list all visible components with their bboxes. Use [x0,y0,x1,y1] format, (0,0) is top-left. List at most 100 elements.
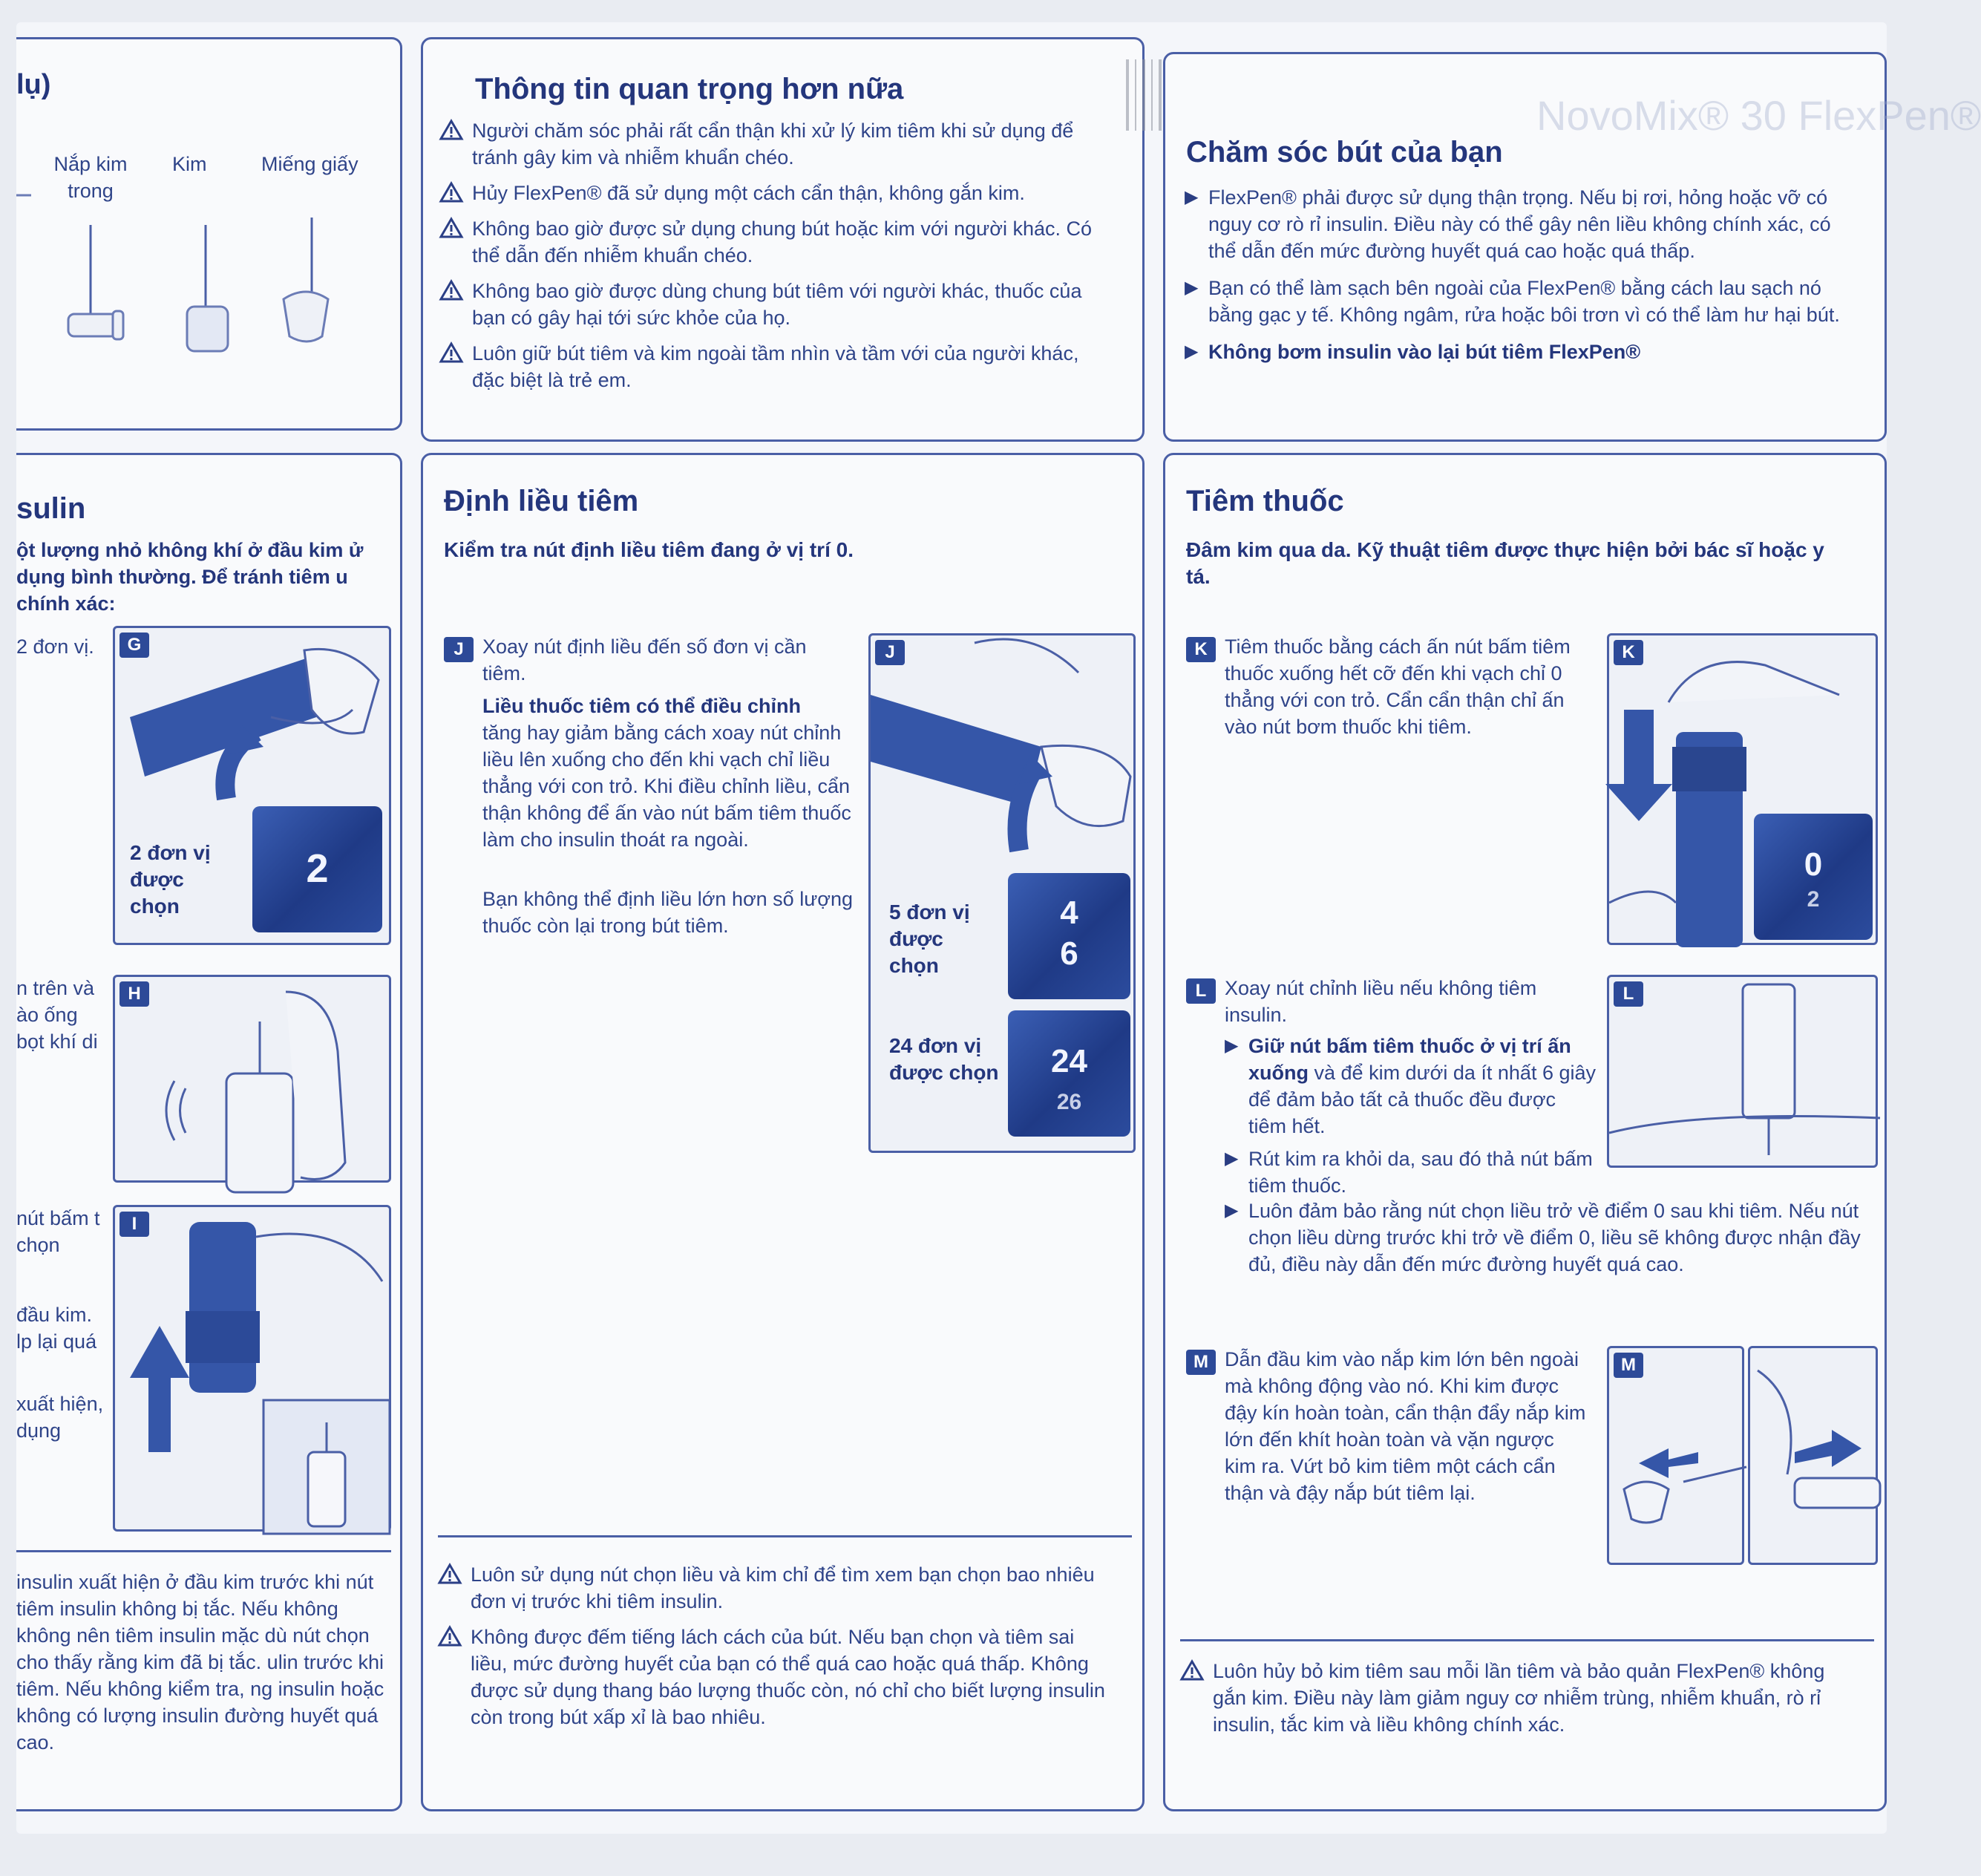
badge-k: K [1186,637,1216,662]
figure-k: K 0 2 [1605,633,1878,947]
figure-h: H [113,975,391,1194]
badge-i: I [119,1212,149,1237]
warning-icon [439,217,464,238]
important-item: Không bao giờ được sử dụng chung bút hoặ… [439,215,1107,269]
step-j-text: Xoay nút định liều đến số đơn vị cần tiê… [482,635,807,684]
bullet-arrow-icon: ▶ [1185,187,1199,207]
pen-inject-illustration [1605,661,1840,947]
air-check-bottom-text: insulin xuất hiện ở đầu kim trước khi nú… [16,1571,384,1754]
dose-adjust-title: Liều thuốc tiêm có thể điều chỉnh [482,695,802,717]
badge-h: H [119,981,149,1007]
warning-icon [437,1625,462,1647]
step-l-hold: ▶ Giữ nút bấm tiêm thuốc ở vị trí ấn xuố… [1225,1033,1596,1140]
warning-icon [439,119,464,140]
bullet-arrow-icon: ▶ [1225,1148,1239,1169]
badge-j-figure: J [875,640,905,665]
panel-header-fragment: lụ) [16,69,51,100]
dial-number: 0 [1804,846,1823,883]
air-check-intro: ột lượng nhỏ không khí ở đầu kim ử dụng … [16,539,364,615]
warning-icon [439,181,464,203]
label-paper-tab: Miếng giấy [261,153,358,175]
important-item: Không bao giờ được dùng chung bút tiêm v… [439,278,1107,331]
dial-number: 2 [1807,887,1820,912]
dial-number: 2 [306,846,329,891]
divider [438,1535,1132,1537]
panel-injection: Tiêm thuốc Đâm kim qua da. Kỹ thuật tiêm… [1163,453,1887,1811]
step-m-text: Dẫn đầu kim vào nắp kim lớn bên ngoài mà… [1225,1348,1586,1504]
figure-m-left: M [1607,1346,1747,1565]
care-list: ▶ FlexPen® phải được sử dụng thận trọng.… [1185,184,1853,365]
inject-warning-list: Luôn hủy bỏ kim tiêm sau mỗi lần tiêm và… [1179,1658,1863,1747]
dose-warning: Không được đếm tiếng lách cách của bút. … [437,1624,1106,1730]
figure-i: I [113,1205,391,1535]
dose-subtitle: Kiểm tra nút định liều tiêm đang ở vị tr… [444,538,854,561]
dial-number: 24 [1051,1043,1087,1079]
important-title: Thông tin quan trọng hơn nữa [475,73,904,105]
dose-dial-2: 2 [252,806,382,932]
inject-title: Tiêm thuốc [1186,485,1344,517]
brand-watermark: NovoMix® 30 FlexPen® [1536,92,1981,139]
figure-g: G 2 2 đơn vị được chọn [113,626,391,945]
label-needle: Kim [172,153,207,175]
badge-g: G [119,633,149,658]
label-inner-cap: Nắp kim trong [53,153,128,202]
badge-l-figure: L [1614,981,1643,1007]
step-l-intro: Xoay nút chỉnh liều nếu không tiêm insul… [1225,977,1537,1026]
dose-warning-list: Luôn sử dụng nút chọn liều và kim chỉ để… [437,1561,1106,1739]
panel-important-info: Thông tin quan trọng hơn nữa Người chăm … [421,37,1145,442]
badge-k-figure: K [1614,640,1643,665]
important-item: Luôn giữ bút tiêm và kim ngoài tầm nhìn … [439,340,1107,393]
warning-icon [439,279,464,301]
dose-adjust-text: tăng hay giảm bằng cách xoay nút chỉnh l… [482,722,851,851]
bullet-arrow-icon: ▶ [1185,278,1199,298]
dial-number: 26 [1056,1090,1082,1114]
dial-2-label: 2 đơn vị được chọn [130,841,211,918]
recap-illustration [1757,1369,1882,1509]
dose-dial-24: 24 26 [1008,1010,1130,1137]
bullet-arrow-icon: ▶ [1225,1200,1239,1220]
inject-subtitle: Đâm kim qua da. Kỹ thuật tiêm được thực … [1186,538,1824,588]
warning-icon [1179,1659,1205,1681]
outer-cap-illustration [1623,1448,1747,1524]
pen-dial-turn-illustration [871,638,1132,853]
badge-l: L [1186,978,1216,1004]
step-i-text-a: nút bấm t chọn [16,1207,100,1256]
warning-icon [437,1563,462,1584]
dose-dial-5: 4 6 [1008,873,1130,999]
dial-24-label: 24 đơn vị được chọn [889,1034,999,1084]
dial-5-label: 5 đơn vị được chọn [889,901,970,977]
care-item: ▶ Bạn có thể làm sạch bên ngoài của Flex… [1185,275,1853,328]
care-item-bold: ▶ Không bơm insulin vào lại bút tiêm Fle… [1185,339,1853,365]
inject-warning: Luôn hủy bỏ kim tiêm sau mỗi lần tiêm và… [1179,1658,1863,1738]
air-check-title: sulin [16,492,86,525]
step-l-withdraw: ▶ Rút kim ra khỏi da, sau đó thả nút bấm… [1225,1145,1596,1199]
needle-withdraw-illustration [1608,983,1881,1155]
bullet-arrow-icon: ▶ [1225,1036,1239,1056]
step-i-text-c: xuất hiện, dụng [16,1393,104,1442]
care-item: ▶ FlexPen® phải được sử dụng thận trọng.… [1185,184,1853,264]
important-item: Người chăm sóc phải rất cẩn thận khi xử … [439,117,1107,171]
figure-j: J 4 6 5 đơn vị được chọn 24 26 24 đơn vị… [868,633,1136,1153]
step-i-text-b: đầu kim. lp lại quá [16,1304,97,1353]
panel-needle-parts: lụ) Nắp kim trong Kim Miếng giấy [16,37,402,431]
step-h-text: n trên và ào ống bọt khí di [16,977,98,1053]
figure-m-right [1748,1346,1882,1565]
needle-parts-illustration [16,194,330,353]
dial-number: 6 [1060,935,1078,972]
dose-dial-0: 0 2 [1754,814,1873,940]
pen-dial-illustration [130,647,380,801]
dose-warning: Luôn sử dụng nút chọn liều và kim chỉ để… [437,1561,1106,1615]
divider [1180,1639,1874,1641]
dose-limit-text: Bạn không thể định liều lớn hơn số lượng… [482,888,854,937]
step-l-text: Xoay nút chỉnh liều nếu không tiêm insul… [1225,975,1596,1199]
leaflet-sheet: lụ) Nắp kim trong Kim Miếng giấy Thông t… [16,22,1981,1834]
figure-l: L [1607,975,1881,1168]
badge-m-figure: M [1614,1353,1643,1378]
pen-tap-illustration [165,990,347,1194]
step-k-text: Tiêm thuốc bằng cách ấn nút bấm tiêm thu… [1225,635,1571,738]
dial-number: 4 [1060,895,1078,931]
badge-m: M [1186,1350,1216,1375]
panel-dose-setting: Định liều tiêm Kiểm tra nút định liều ti… [421,453,1145,1811]
panel-pen-care: NovoMix® 30 FlexPen® Chăm sóc bút của bạ… [1163,52,1981,442]
panel-air-check: sulin ột lượng nhỏ không khí ở đầu kim ử… [16,453,402,1811]
